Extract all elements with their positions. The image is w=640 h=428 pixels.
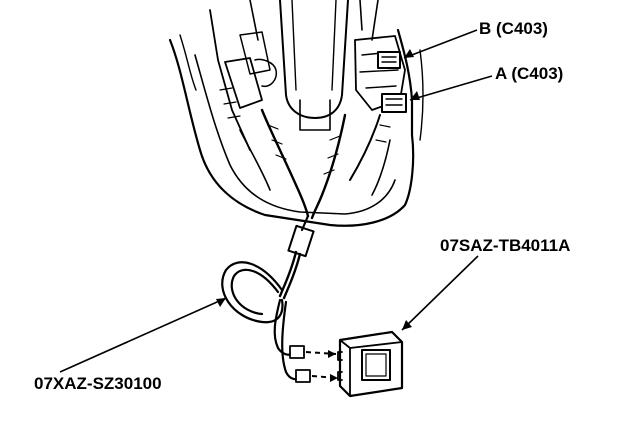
test-unit-window bbox=[361, 349, 391, 381]
left-housing bbox=[209, 9, 263, 151]
harness-plug-upper bbox=[289, 345, 305, 359]
leader-lines bbox=[59, 29, 493, 373]
harness-plug-lower bbox=[295, 369, 311, 383]
connector-b-shape bbox=[377, 51, 401, 69]
connector-a-label: A (C403) bbox=[495, 64, 564, 83]
connector-b-label: B (C403) bbox=[479, 19, 548, 38]
test-unit bbox=[337, 330, 404, 398]
test-unit-part-label: 07SAZ-TB4011A bbox=[440, 236, 571, 255]
leader-tb bbox=[401, 255, 479, 331]
steering-column bbox=[279, 0, 349, 119]
leader-sz bbox=[59, 297, 227, 373]
test-harness bbox=[221, 214, 315, 383]
leader-a bbox=[409, 75, 493, 101]
harness-plug bbox=[287, 224, 315, 258]
lower-dash-panel bbox=[168, 28, 415, 227]
inner-panel-edge bbox=[194, 54, 396, 215]
leader-b bbox=[403, 29, 478, 59]
dash-harness bbox=[260, 108, 310, 218]
connector-a-shape bbox=[381, 93, 407, 113]
harness-part-label: 07XAZ-SZ30100 bbox=[34, 374, 162, 393]
connection-arrows bbox=[305, 350, 339, 382]
harness-coil bbox=[221, 261, 284, 324]
